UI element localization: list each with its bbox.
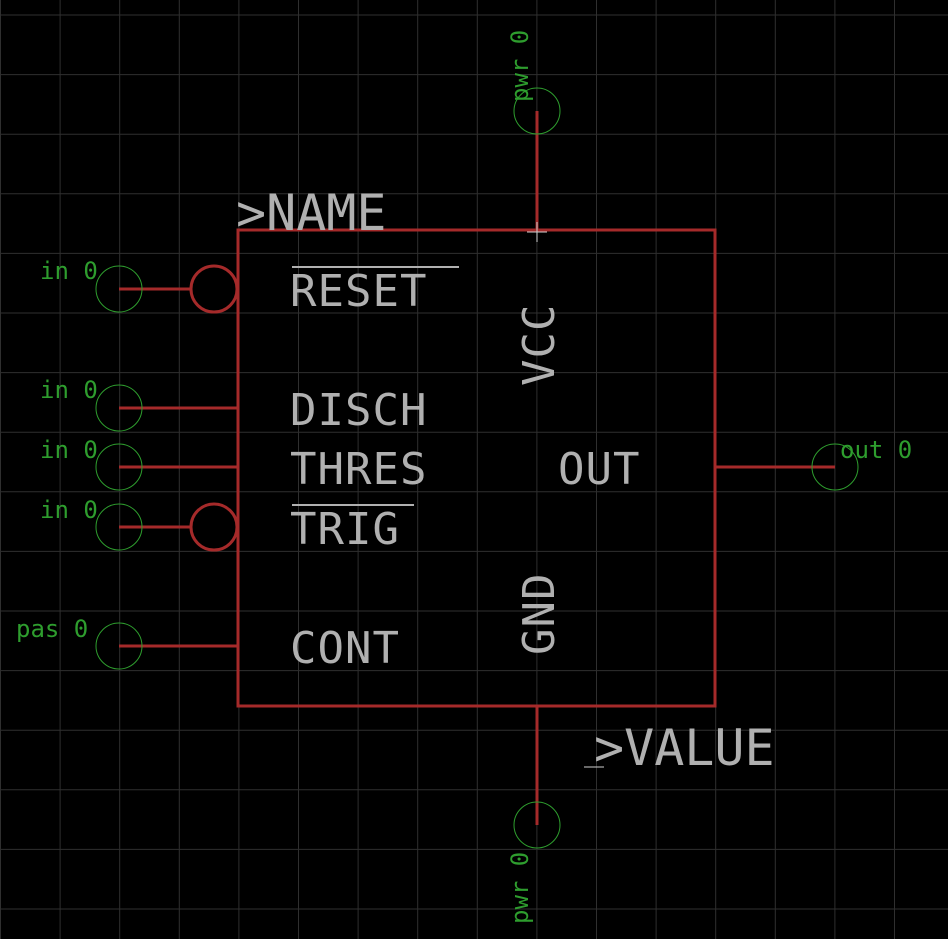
pin-gnd-label: GND <box>514 573 565 655</box>
pin-gnd-attr: pwr 0 <box>506 852 534 924</box>
pin-reset-origin <box>95 265 143 313</box>
pin-out-origin <box>811 443 859 491</box>
pin-out-attr: out 0 <box>840 436 912 464</box>
pin-out-label: OUT <box>558 444 640 495</box>
pin-thres-label: THRES <box>290 444 427 495</box>
pin-vcc-origin <box>513 87 561 135</box>
pin-reset-label: RESET <box>290 266 427 317</box>
pin-cont-label: CONT <box>290 623 400 674</box>
name-placeholder[interactable]: >NAME <box>236 184 387 242</box>
pin-thres[interactable]: in 0 THRES <box>40 436 427 495</box>
pin-reset[interactable]: in 0 RESET <box>40 257 459 317</box>
pin-thres-origin <box>95 443 143 491</box>
symbol-origin-cross-icon <box>527 222 547 242</box>
pin-reset-inversion-bubble <box>189 264 239 314</box>
pin-gnd-origin <box>513 801 561 849</box>
pin-thres-attr: in 0 <box>40 436 98 464</box>
pin-trig[interactable]: in 0 TRIG <box>40 496 414 555</box>
pin-disch-label: DISCH <box>290 385 427 436</box>
pin-disch-attr: in 0 <box>40 376 98 404</box>
pin-trig-origin <box>95 503 143 551</box>
pin-reset-attr: in 0 <box>40 257 98 285</box>
pin-disch-origin <box>95 384 143 432</box>
pin-disch[interactable]: in 0 DISCH <box>40 376 427 436</box>
pin-vcc-label: VCC <box>514 304 565 386</box>
pin-trig-attr: in 0 <box>40 496 98 524</box>
pin-cont-attr: pas 0 <box>16 615 88 643</box>
pin-cont[interactable]: pas 0 CONT <box>16 615 400 674</box>
pin-trig-label: TRIG <box>290 504 400 555</box>
pin-vcc[interactable]: pwr 0 VCC <box>506 30 565 386</box>
pin-gnd[interactable]: pwr 0 GND <box>506 573 565 924</box>
pin-vcc-attr: pwr 0 <box>506 30 534 102</box>
value-placeholder[interactable]: >VALUE <box>594 719 775 777</box>
pin-trig-inversion-bubble <box>189 502 239 552</box>
pin-cont-origin <box>95 622 143 670</box>
pin-out[interactable]: out 0 OUT <box>558 436 912 495</box>
